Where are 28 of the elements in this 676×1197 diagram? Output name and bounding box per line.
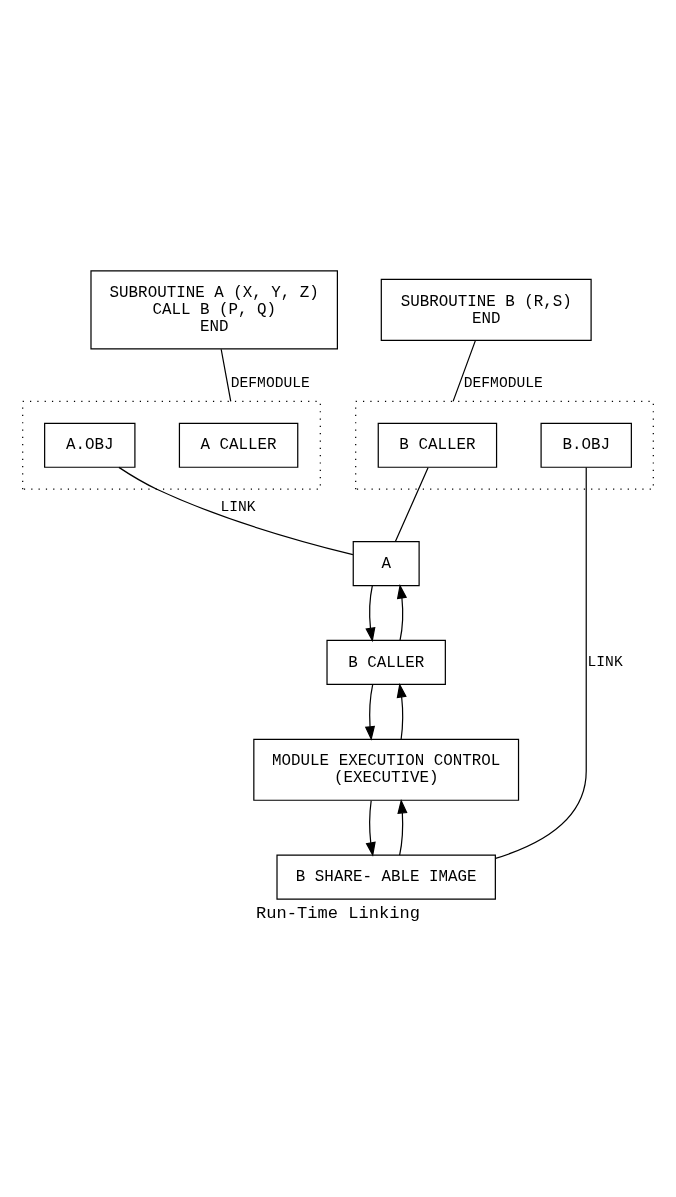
arrow (365, 584, 376, 642)
connector (494, 466, 587, 859)
node-box: SUBROUTINE B (R,S) END (380, 278, 592, 341)
node-box: B CALLER (377, 422, 498, 468)
node-box: A (352, 540, 420, 586)
caption: Run-Time Linking (256, 903, 420, 923)
connector (394, 466, 429, 542)
edge-label: DEFMODULE (463, 374, 543, 391)
cluster (355, 400, 654, 490)
node-box: MODULE EXECUTION CONTROL (EXECUTIVE) (253, 738, 520, 801)
arrow (397, 798, 408, 856)
arrow (396, 682, 407, 740)
connector (220, 348, 232, 402)
edge-label: DEFMODULE (230, 374, 310, 391)
arrow (364, 683, 376, 741)
node-box: A.OBJ (44, 422, 136, 468)
connector (452, 339, 476, 402)
arrow (365, 799, 376, 857)
edge-label: LINK (587, 653, 623, 670)
edge-label: LINK (220, 498, 256, 515)
connector (118, 466, 354, 555)
node-box: B SHARE- ABLE IMAGE (276, 854, 496, 900)
node-box: A CALLER (178, 422, 299, 468)
cluster (22, 400, 321, 490)
node-box: SUBROUTINE A (X, Y, Z) CALL B (P, Q) END (90, 269, 338, 350)
node-box: B CALLER (326, 639, 446, 685)
node-box: B.OBJ (540, 422, 632, 468)
arrow (396, 583, 408, 641)
